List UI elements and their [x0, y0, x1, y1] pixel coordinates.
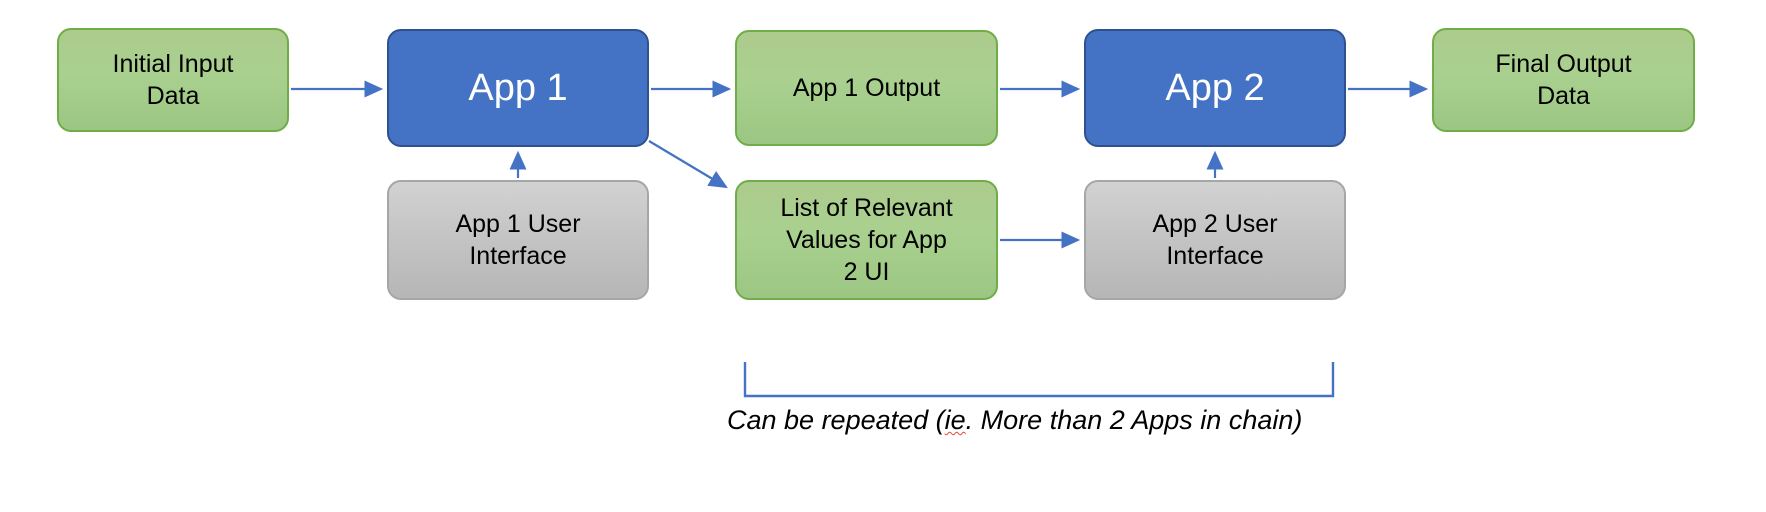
node-list-of-relevant-values[interactable]: List of Relevant Values for App 2 UI [735, 180, 998, 300]
node-final-output-data[interactable]: Final Output Data [1432, 28, 1695, 132]
node-app-1-user-interface[interactable]: App 1 User Interface [387, 180, 649, 300]
repeat-caption: Can be repeated (ie. More than 2 Apps in… [727, 405, 1302, 436]
node-app-2-user-interface[interactable]: App 2 User Interface [1084, 180, 1346, 300]
edge-app-1-to-relevant-values [648, 140, 728, 189]
caption-flagged-word: ie [944, 405, 966, 435]
repeat-range-bracket [743, 362, 1335, 398]
node-initial-input-data[interactable]: Initial Input Data [57, 28, 289, 132]
node-app-2[interactable]: App 2 [1084, 29, 1346, 147]
caption-prefix: Can be repeated ( [727, 405, 945, 435]
node-app-1-output[interactable]: App 1 Output [735, 30, 998, 146]
caption-suffix: . More than 2 Apps in chain) [965, 405, 1303, 435]
node-app-1[interactable]: App 1 [387, 29, 649, 147]
